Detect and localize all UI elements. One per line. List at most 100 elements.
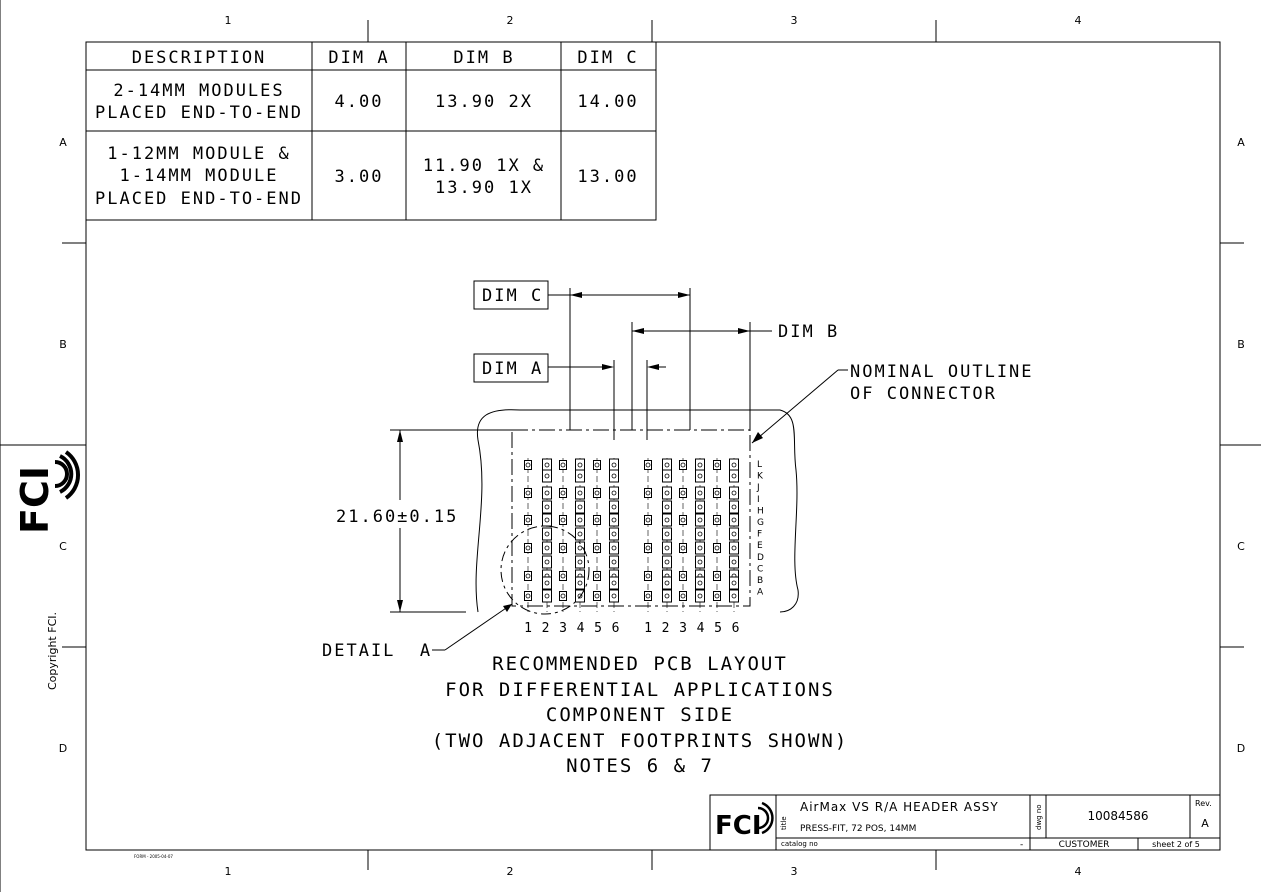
pcb-pad: [575, 458, 585, 472]
pad-via-hole: [697, 545, 703, 551]
pcb-pad: [609, 589, 619, 603]
pcb-pad: [679, 591, 687, 601]
zone-col-4: 4: [1075, 14, 1082, 27]
row-letter: C: [757, 564, 763, 574]
dim-arrowheads: [570, 292, 750, 370]
pcb-pad: [609, 469, 619, 483]
pcb-pad: [695, 458, 705, 472]
drawing-title: AirMax VS R/A HEADER ASSY: [800, 800, 999, 814]
column-number: 2: [542, 621, 550, 636]
column-number: 4: [577, 621, 585, 636]
zone-col-4-bottom: 4: [1075, 865, 1082, 878]
pad-via-hole: [680, 490, 686, 496]
pcb-pad: [729, 555, 739, 569]
row2-dim-b-line2: 13.90 1X: [435, 178, 533, 198]
pad-via-hole: [544, 504, 550, 510]
pad-via-hole: [525, 593, 531, 599]
pcb-pad: [524, 543, 532, 553]
pcb-pad: [662, 458, 672, 472]
pcb-pad: [662, 541, 672, 555]
zone-col-2: 2: [507, 14, 514, 27]
pcb-pad: [559, 460, 567, 470]
pad-via-hole: [544, 580, 550, 586]
zone-col-labels-top: 1 2 3 4: [225, 14, 1082, 27]
pcb-pad: [542, 486, 552, 500]
pad-via-hole: [664, 490, 670, 496]
row1-desc-line1: 2-14MM MODULES: [113, 81, 284, 101]
pad-via-hole: [525, 517, 531, 523]
pcb-pad: [713, 460, 721, 470]
pad-via-hole: [731, 531, 737, 537]
pcb-pad: [713, 488, 721, 498]
zone-row-labels-right: A B C D: [1237, 136, 1245, 755]
pcb-pad: [729, 576, 739, 590]
pad-via-hole: [645, 462, 651, 468]
pcb-pad: [609, 458, 619, 472]
row-letter: K: [757, 472, 764, 482]
pcb-pad: [575, 513, 585, 527]
pcb-pad: [609, 576, 619, 590]
pad-via-hole: [594, 490, 600, 496]
pcb-pad: [729, 469, 739, 483]
pad-via-hole: [594, 573, 600, 579]
pad-via-hole: [577, 490, 583, 496]
pcb-pad: [695, 513, 705, 527]
pad-via-hole: [664, 593, 670, 599]
pad-via-hole: [714, 490, 720, 496]
pcb-pad: [644, 515, 652, 525]
zone-col-1: 1: [225, 14, 232, 27]
pcb-pad: [695, 486, 705, 500]
zone-col-1-bottom: 1: [225, 865, 232, 878]
height-arrow-top: [397, 430, 403, 442]
pcb-pad: [575, 500, 585, 514]
row2-dim-b-line1: 11.90 1X &: [423, 156, 545, 176]
column-number: 2: [662, 621, 670, 636]
pad-via-hole: [577, 462, 583, 468]
pcb-pad: [609, 500, 619, 514]
pad-via-hole: [664, 580, 670, 586]
row1-dim-a: 4.00: [335, 92, 384, 112]
header-dim-a: DIM A: [328, 48, 389, 68]
pcb-pad: [679, 515, 687, 525]
pad-via-hole: [680, 517, 686, 523]
pad-via-hole: [664, 462, 670, 468]
row-letter: B: [757, 576, 763, 586]
pad-via-hole: [525, 462, 531, 468]
dim-a-label: DIM A: [482, 359, 543, 379]
title-block-logo: FCI: [715, 811, 762, 841]
caption-line3: COMPONENT SIDE: [546, 704, 734, 726]
pad-via-hole: [731, 559, 737, 565]
pcb-pad: [729, 589, 739, 603]
pcb-pad: [695, 500, 705, 514]
column-number: 3: [559, 621, 567, 636]
pad-via-hole: [714, 573, 720, 579]
pcb-pad: [524, 460, 532, 470]
zone-row-b-right: B: [1237, 338, 1245, 351]
pcb-pad: [644, 488, 652, 498]
pcb-pad: [542, 458, 552, 472]
row2-desc-line3: PLACED END-TO-END: [95, 189, 303, 209]
pad-via-hole: [664, 559, 670, 565]
row1-dim-c: 14.00: [577, 92, 638, 112]
pad-via-hole: [731, 593, 737, 599]
pcb-pad: [662, 513, 672, 527]
pcb-pad: [713, 515, 721, 525]
pcb-pad: [679, 543, 687, 553]
zone-row-c-right: C: [1237, 540, 1245, 553]
fci-logo-text: FCI: [13, 466, 57, 534]
pcb-pad: [593, 571, 601, 581]
header-dim-c: DIM C: [577, 48, 638, 68]
pad-via-hole: [611, 504, 617, 510]
pad-via-hole: [544, 490, 550, 496]
pad-via-hole: [731, 462, 737, 468]
row2-desc-line1: 1-12MM MODULE &: [107, 144, 291, 164]
column-number: 1: [524, 621, 532, 636]
pad-via-hole: [560, 517, 566, 523]
pad-via-hole: [560, 593, 566, 599]
pcb-pad: [695, 589, 705, 603]
pcb-pad: [593, 591, 601, 601]
pad-via-hole: [714, 517, 720, 523]
pcb-pad: [644, 571, 652, 581]
dim-callouts: [473, 280, 772, 440]
